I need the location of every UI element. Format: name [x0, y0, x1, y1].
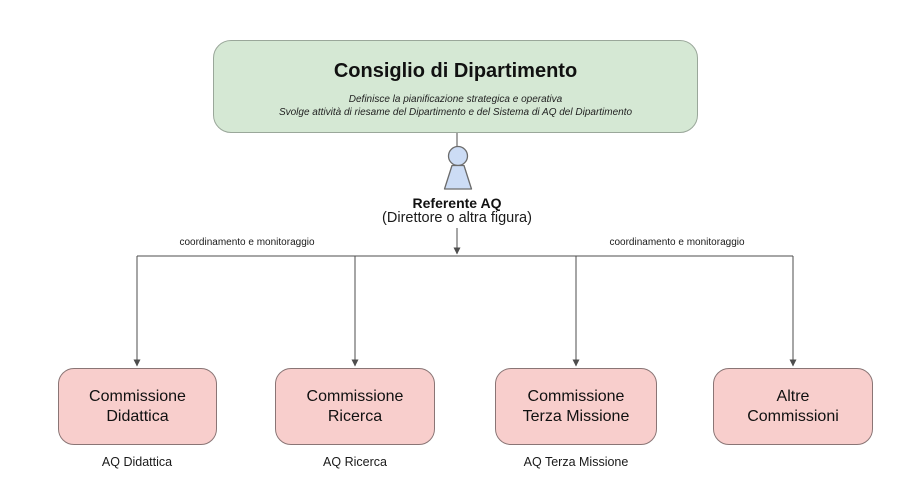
node-label: Altre Commissioni [747, 387, 839, 425]
node-label: Commissione Ricerca [306, 387, 404, 425]
node-commissione-didattica: Commissione Didattica [58, 368, 217, 445]
person-icon [443, 145, 473, 190]
referente-aq-role: (Direttore o altra figura) [382, 210, 532, 226]
node-commissione-terza-missione: Commissione Terza Missione [495, 368, 657, 445]
node-description-line1: Definisce la pianificazione strategica e… [348, 94, 563, 105]
edge-label-coordinamento-right: coordinamento e monitoraggio [609, 237, 745, 248]
node-altre-commissioni: Altre Commissioni [713, 368, 873, 445]
edge-label-coordinamento-left: coordinamento e monitoraggio [179, 237, 315, 248]
node-commissione-ricerca: Commissione Ricerca [275, 368, 435, 445]
sublabel-aq-terza-missione: AQ Terza Missione [523, 455, 629, 469]
sublabel-aq-didattica: AQ Didattica [101, 455, 173, 469]
referente-aq-label: Referente AQ [412, 195, 502, 211]
node-label: Commissione Didattica [89, 387, 186, 425]
sublabel-aq-ricerca: AQ Ricerca [323, 455, 387, 469]
node-label: Commissione Terza Missione [522, 387, 630, 425]
node-description-line2: Svolge attività di riesame del Dipartime… [278, 107, 633, 118]
node-title: Consiglio di Dipartimento [333, 60, 578, 82]
node-consiglio-di-dipartimento: Consiglio di Dipartimento Definisce la p… [213, 40, 698, 133]
